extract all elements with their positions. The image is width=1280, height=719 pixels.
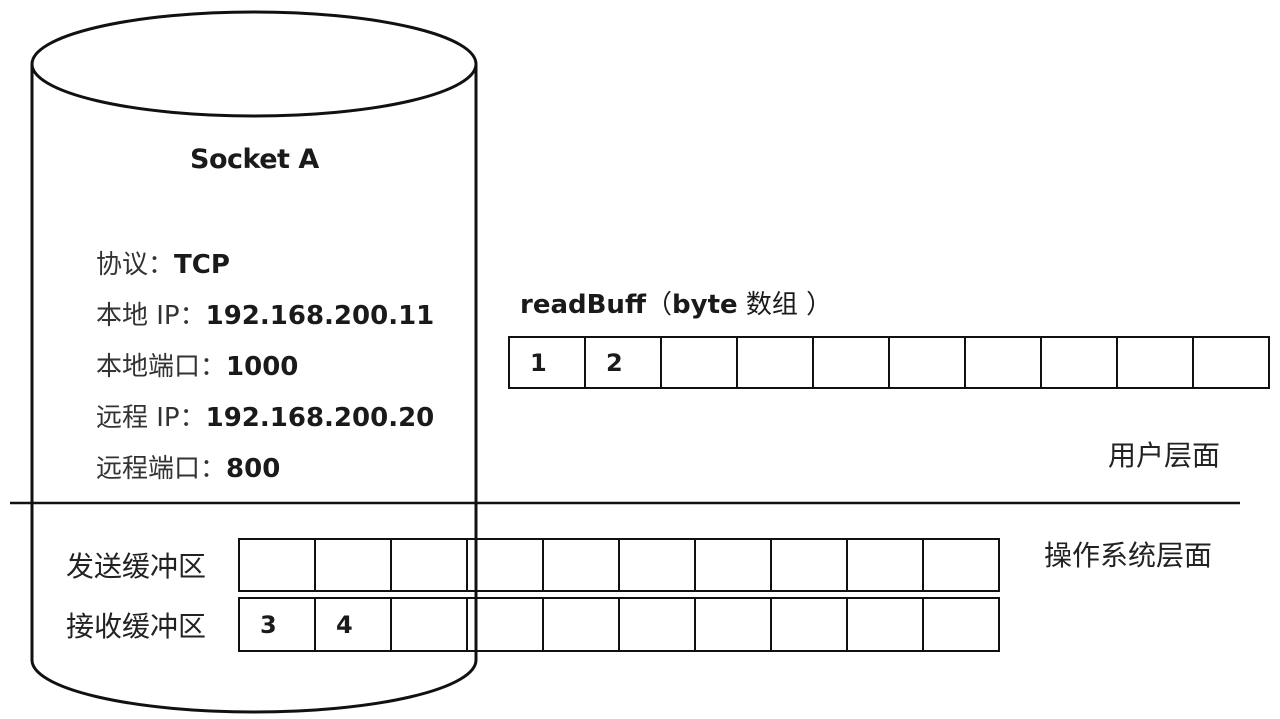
os-layer-label: 操作系统层面 xyxy=(1044,539,1213,572)
send-buffer-cell xyxy=(390,538,468,592)
readbuff-array: 1 2 xyxy=(508,336,1270,389)
send-buffer-cell xyxy=(846,538,924,592)
readbuff-cell: 1 xyxy=(508,336,586,389)
recv-buffer-array: 3 4 xyxy=(238,597,1000,652)
readbuff-cell xyxy=(812,336,890,389)
socket-info-remote-ip: 远程 IP：192.168.200.20 xyxy=(96,397,434,434)
recv-buffer-cell xyxy=(922,597,1000,652)
info-value: 192.168.200.11 xyxy=(205,301,435,331)
recv-buffer-cell xyxy=(846,597,924,652)
info-value: 1000 xyxy=(226,352,299,382)
readbuff-type: byte xyxy=(672,290,738,320)
send-buffer-cell xyxy=(694,538,772,592)
socket-title: Socket A xyxy=(190,144,319,175)
readbuff-cell xyxy=(736,336,814,389)
socket-info-local-port: 本地端口：1000 xyxy=(96,346,298,383)
info-value: 800 xyxy=(226,454,281,484)
recv-buffer-cell: 4 xyxy=(314,597,392,652)
recv-buffer-cell: 3 xyxy=(238,597,316,652)
recv-buffer-cell xyxy=(390,597,468,652)
recv-buffer-cell xyxy=(770,597,848,652)
recv-buffer-cell xyxy=(618,597,696,652)
info-key: 协议： xyxy=(96,250,175,280)
recv-buffer-label: 接收缓冲区 xyxy=(66,610,207,643)
readbuff-cell xyxy=(660,336,738,389)
readbuff-cell: 2 xyxy=(584,336,662,389)
recv-buffer-cell xyxy=(694,597,772,652)
send-buffer-cell xyxy=(542,538,620,592)
readbuff-cell xyxy=(1192,336,1270,389)
readbuff-cell xyxy=(964,336,1042,389)
socket-cylinder-body xyxy=(30,64,478,714)
send-buffer-cell xyxy=(314,538,392,592)
info-value: TCP xyxy=(174,250,230,280)
readbuff-cell xyxy=(888,336,966,389)
info-key: 远程 IP： xyxy=(96,403,206,433)
recv-buffer-cell xyxy=(466,597,544,652)
readbuff-label: readBuff（byte 数组 ） xyxy=(520,284,832,321)
send-buffer-cell xyxy=(466,538,544,592)
send-buffer-cell xyxy=(770,538,848,592)
info-key: 本地 IP： xyxy=(96,301,206,331)
info-key: 本地端口： xyxy=(96,352,227,382)
readbuff-cell xyxy=(1116,336,1194,389)
send-buffer-label: 发送缓冲区 xyxy=(66,550,207,583)
readbuff-paren: （ xyxy=(646,290,673,320)
send-buffer-cell xyxy=(618,538,696,592)
readbuff-rest: 数组 ） xyxy=(737,290,833,320)
readbuff-cell xyxy=(1040,336,1118,389)
info-key: 远程端口： xyxy=(96,454,227,484)
send-buffer-cell xyxy=(922,538,1000,592)
socket-info-remote-port: 远程端口：800 xyxy=(96,448,280,485)
socket-info-protocol: 协议：TCP xyxy=(96,244,230,281)
socket-info-local-ip: 本地 IP：192.168.200.11 xyxy=(96,295,434,332)
recv-buffer-cell xyxy=(542,597,620,652)
readbuff-name: readBuff xyxy=(520,290,647,320)
socket-cylinder-top xyxy=(30,10,478,118)
send-buffer-array xyxy=(238,538,1000,592)
send-buffer-cell xyxy=(238,538,316,592)
user-layer-label: 用户层面 xyxy=(1108,439,1221,472)
info-value: 192.168.200.20 xyxy=(205,403,435,433)
